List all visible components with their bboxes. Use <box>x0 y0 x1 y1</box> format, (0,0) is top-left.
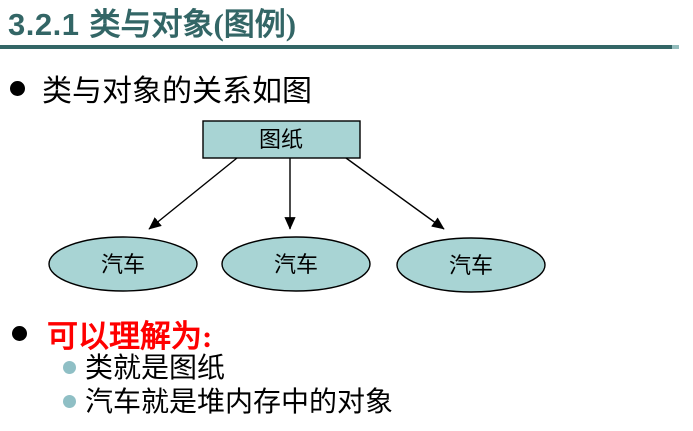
bullet2-text: 可以理解为: <box>47 319 213 354</box>
class-object-diagram: 图纸 汽车 汽车 汽车 <box>48 120 546 293</box>
bullet-dot-icon <box>12 326 27 341</box>
arrow-blueprint-to-car-left <box>148 157 238 230</box>
slide-title-text: 类与对象(图例) <box>89 7 297 42</box>
blueprint-box <box>202 120 361 159</box>
list-item: 汽车就是堆内存中的对象 <box>63 386 393 420</box>
car-ellipse-right <box>396 237 546 293</box>
bullet1-text: 类与对象的关系如图 <box>42 75 312 108</box>
car-ellipse-left <box>48 236 198 292</box>
title-rule-bar <box>0 45 672 49</box>
sub-bullet-dot-icon <box>63 361 76 374</box>
bullet-row-understanding: 可以理解为: <box>12 311 212 356</box>
car-ellipse-middle <box>221 236 371 292</box>
blueprint-label: 图纸 <box>259 127 303 152</box>
sub-bullet-list: 类就是图纸 汽车就是堆内存中的对象 <box>63 352 393 420</box>
list-item: 类就是图纸 <box>63 352 393 386</box>
bullet-row-relationship: 类与对象的关系如图 <box>10 66 312 110</box>
sub-bullet-dot-icon <box>63 395 76 408</box>
slide-title-number: 3.2.1 <box>8 7 80 42</box>
car-label-right: 汽车 <box>449 253 493 278</box>
title-rule-endcap <box>672 45 679 49</box>
car-label-middle: 汽车 <box>274 252 318 277</box>
sub-bullet-text-object: 汽车就是堆内存中的对象 <box>85 387 394 418</box>
slide-title: 3.2.1 类与对象(图例) <box>8 6 296 44</box>
car-label-left: 汽车 <box>101 252 145 277</box>
bullet-dot-icon <box>10 80 25 96</box>
arrow-blueprint-to-car-right <box>345 157 445 230</box>
sub-bullet-text-class: 类就是图纸 <box>85 353 226 384</box>
title-rule <box>0 45 679 49</box>
